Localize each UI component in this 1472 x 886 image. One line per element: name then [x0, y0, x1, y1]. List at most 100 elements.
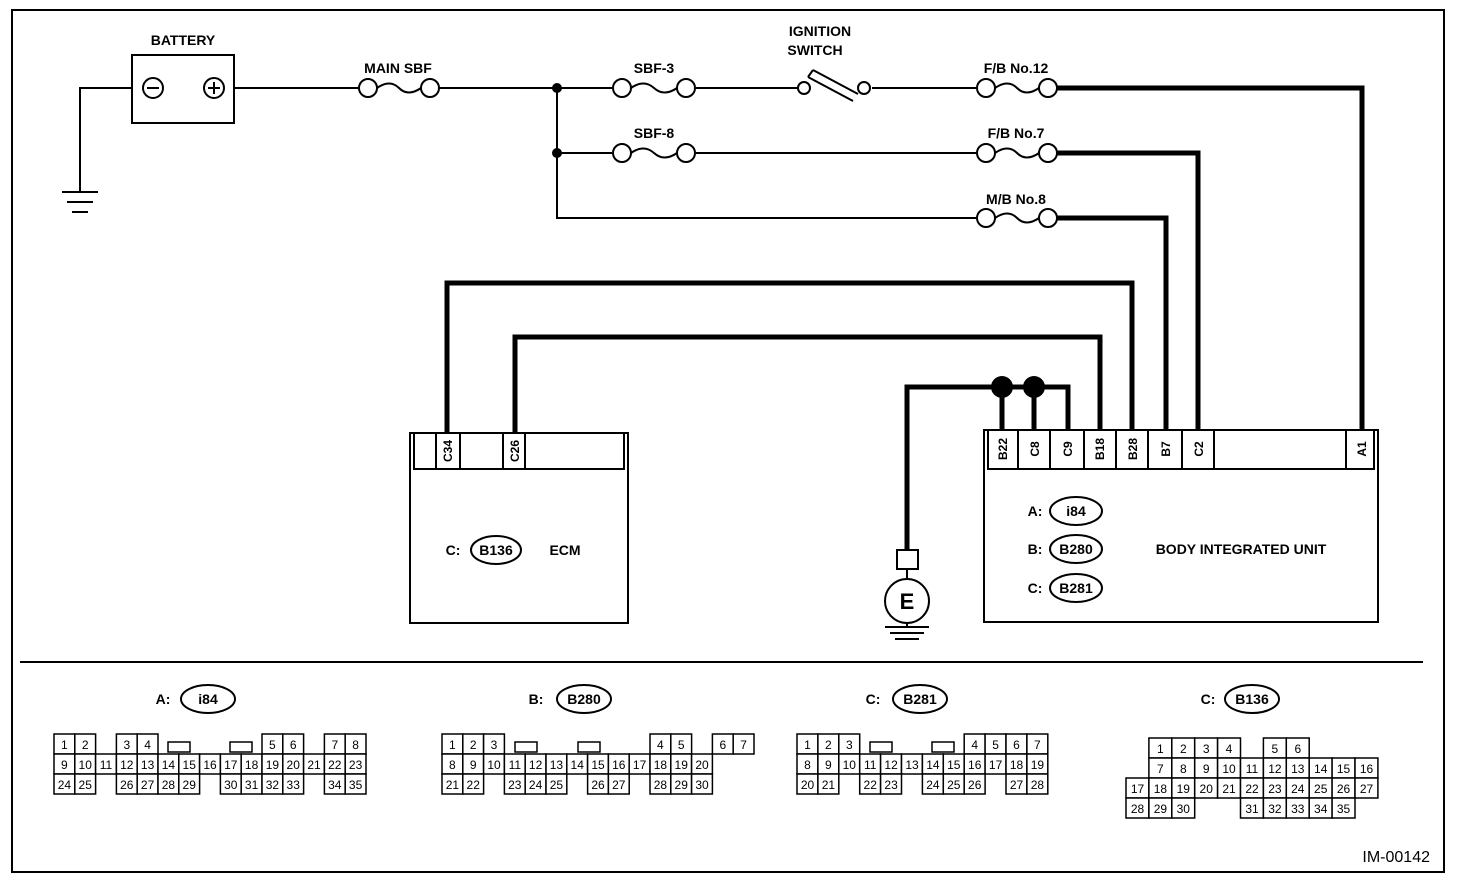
- connector-pin-number: 17: [1131, 782, 1145, 796]
- connector-pin-number: 6: [719, 738, 726, 752]
- connector-pin-number: 35: [349, 778, 363, 792]
- ignition-switch-symbol: [797, 69, 871, 102]
- connector-pin-number: 19: [675, 758, 689, 772]
- connector-pin-number: 11: [864, 758, 877, 772]
- connector-b136-title: B136: [1235, 691, 1269, 707]
- connector-pin-number: 3: [123, 738, 130, 752]
- connector-pin-number: 4: [657, 738, 664, 752]
- connector-lock-tab: [931, 741, 955, 753]
- connector-pin-number: 24: [58, 778, 72, 792]
- connector-pin-cell: [690, 773, 714, 795]
- connector-pin-number: 12: [1268, 762, 1282, 776]
- connector-pin-number: 14: [162, 758, 176, 772]
- connector-pin-cell: [545, 773, 568, 795]
- connector-pin-number: 32: [266, 778, 280, 792]
- biu-conn-c-id: B281: [1059, 580, 1093, 596]
- power-wiring: BATTERY MAIN SBF SBF-3 SBF-8: [62, 23, 1058, 228]
- ecm-conn-prefix: C:: [446, 542, 461, 558]
- connector-pin-cell: [1354, 777, 1379, 799]
- connector-pin-number: 9: [1203, 762, 1210, 776]
- connector-lock-tab: [869, 741, 893, 753]
- connector-lock-tab: [577, 741, 601, 753]
- ignition-label-1: IGNITION: [789, 23, 851, 39]
- connector-pin-number: 6: [1013, 738, 1020, 752]
- connector-pin-number: 1: [1157, 742, 1164, 756]
- connector-pin-cell: [282, 773, 305, 795]
- connector-pin-number: 4: [971, 738, 978, 752]
- connector-pin-number: 7: [331, 738, 338, 752]
- mb8-fuse: [976, 208, 1058, 228]
- biu-conn-a-prefix: A:: [1028, 503, 1043, 519]
- sbf3-label: SBF-3: [634, 60, 675, 76]
- connector-pin-cell: [732, 733, 755, 755]
- battery-symbol: [131, 54, 235, 124]
- connector-b280-title: B280: [567, 691, 601, 707]
- ecm-pin-c34: C34: [441, 440, 455, 462]
- biu-pin-b28: B28: [1126, 438, 1140, 460]
- connector-pin-number: 18: [654, 758, 668, 772]
- main-sbf-fuse: [358, 78, 440, 98]
- biu-pin-b7: B7: [1159, 441, 1173, 457]
- connector-pin-number: 13: [1291, 762, 1305, 776]
- connector-pin-number: 33: [287, 778, 301, 792]
- connector-pin-number: 2: [470, 738, 477, 752]
- connector-pin-number: 12: [529, 758, 543, 772]
- connector-pin-number: 17: [224, 758, 238, 772]
- connector-pin-number: 16: [612, 758, 626, 772]
- connector-pin-number: 4: [144, 738, 151, 752]
- connector-pin-number: 11: [1246, 762, 1259, 776]
- connector-pin-number: 23: [884, 778, 898, 792]
- connector-pin-number: 26: [591, 778, 605, 792]
- biu-conn-a-id: i84: [1066, 503, 1086, 519]
- connector-pin-number: 19: [1177, 782, 1191, 796]
- connector-pin-number: 25: [79, 778, 93, 792]
- connector-pin-number: 8: [352, 738, 359, 752]
- connector-b281-prefix: C:: [866, 691, 881, 707]
- connector-pin-cell: [963, 773, 986, 795]
- connector-pin-number: 23: [349, 758, 363, 772]
- connector-pin-cell: [462, 773, 485, 795]
- connector-pin-number: 6: [1294, 742, 1301, 756]
- connector-pin-number: 24: [1291, 782, 1305, 796]
- ecm-conn-id: B136: [479, 542, 513, 558]
- image-id-label: IM-00142: [1362, 849, 1430, 866]
- ground-e-label: E: [900, 589, 915, 614]
- connector-pin-number: 21: [1222, 782, 1236, 796]
- biu-pin-c8: C8: [1028, 441, 1042, 457]
- connector-pin-number: 30: [695, 778, 709, 792]
- connector-pin-number: 1: [449, 738, 456, 752]
- connector-pin-number: 19: [266, 758, 280, 772]
- connector-pin-cell: [607, 773, 630, 795]
- connector-pin-number: 24: [529, 778, 543, 792]
- connector-pin-cell: [344, 773, 367, 795]
- connector-pin-number: 5: [678, 738, 685, 752]
- connector-pin-cell: [1026, 773, 1049, 795]
- connector-pin-cell: [74, 773, 97, 795]
- connector-pin-number: 6: [290, 738, 297, 752]
- connector-pin-number: 29: [1154, 802, 1168, 816]
- chassis-ground-symbol: [62, 191, 98, 213]
- connector-pin-number: 21: [446, 778, 460, 792]
- fb7-label: F/B No.7: [988, 125, 1045, 141]
- connector-pin-number: 2: [825, 738, 832, 752]
- connector-lock-tab: [229, 741, 253, 753]
- connector-pin-number: 7: [1034, 738, 1041, 752]
- connector-pin-number: 3: [1203, 742, 1210, 756]
- connector-pin-number: 12: [120, 758, 134, 772]
- connector-pin-number: 29: [675, 778, 689, 792]
- connector-pin-number: 5: [269, 738, 276, 752]
- connector-pin-number: 14: [1314, 762, 1328, 776]
- connector-pin-number: 10: [79, 758, 93, 772]
- biu-conn-c-prefix: C:: [1028, 580, 1043, 596]
- connector-pin-number: 9: [61, 758, 68, 772]
- connector-pin-cell: [1171, 797, 1196, 819]
- ecm-unit: C34 C26 C: B136 ECM: [409, 432, 629, 624]
- fb12-label: F/B No.12: [984, 60, 1049, 76]
- connector-pin-number: 26: [1337, 782, 1351, 796]
- sbf8-label: SBF-8: [634, 125, 675, 141]
- connector-pin-number: 5: [992, 738, 999, 752]
